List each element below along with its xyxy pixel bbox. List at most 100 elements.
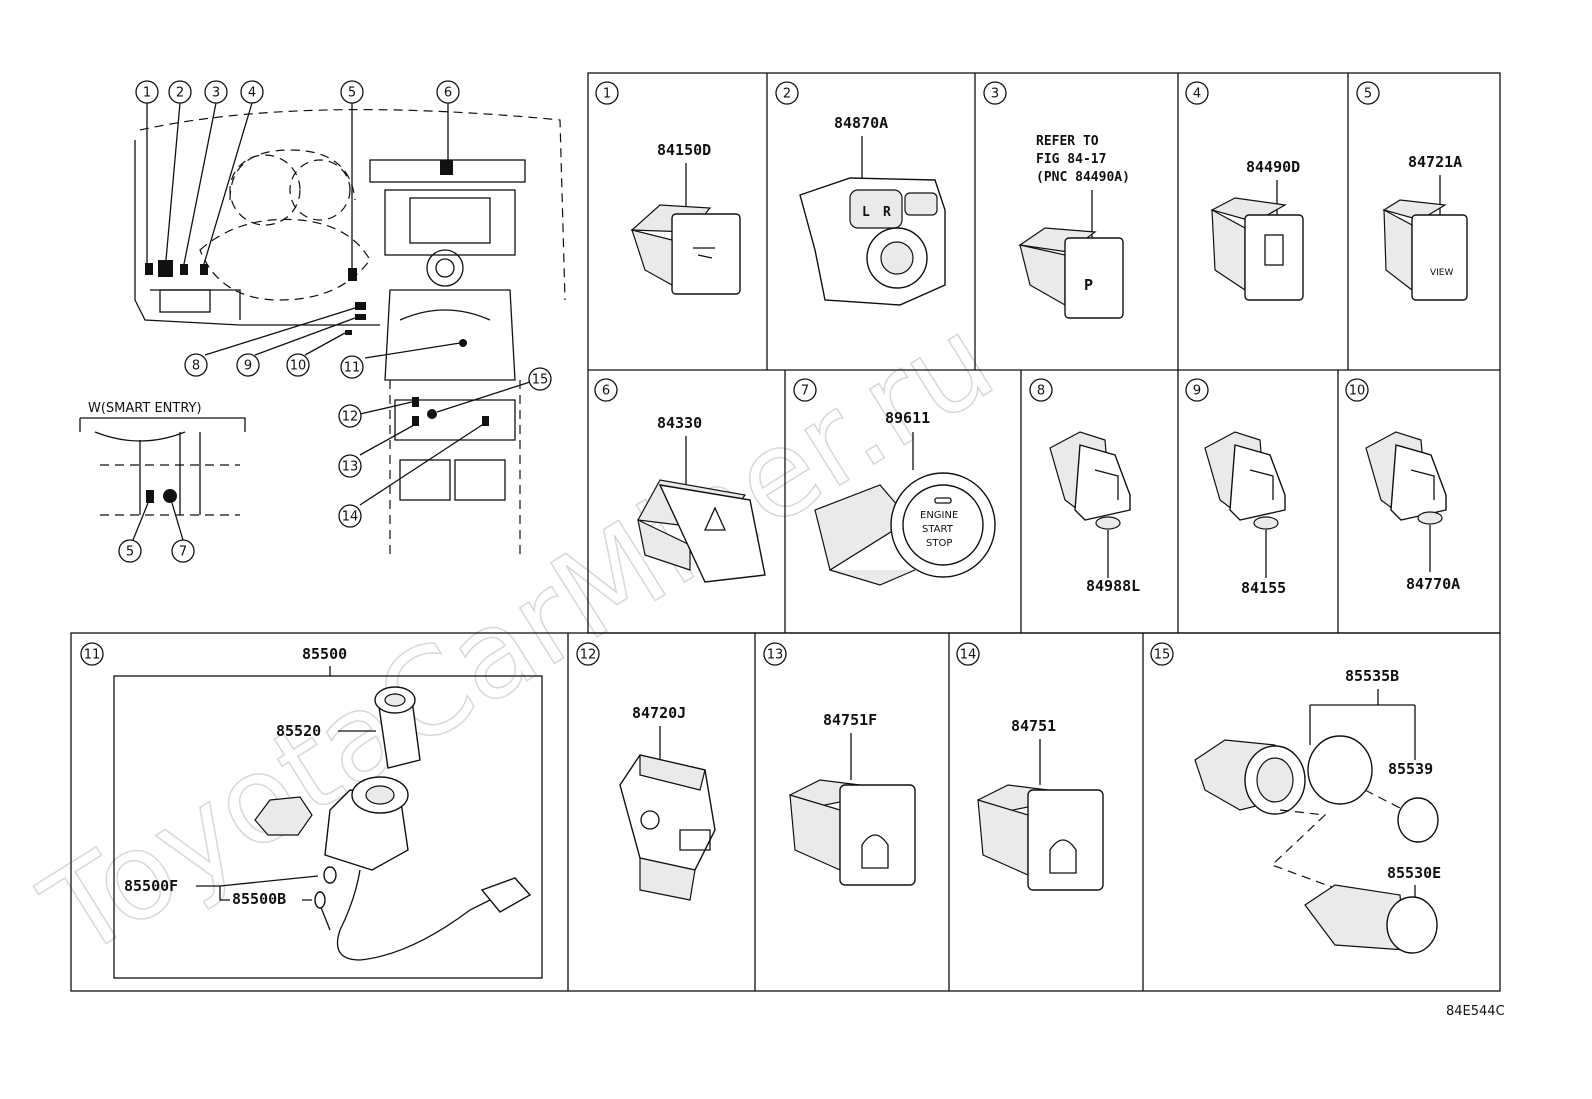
label-84721a: 84721A (1408, 153, 1462, 171)
part-89611: 89611 ENGINE START STOP (814, 409, 996, 586)
panel-number-13-ring (763, 642, 787, 666)
panel-number-14-text: 14 (960, 648, 977, 663)
engine-text: ENGINE (920, 510, 958, 521)
overview-callout-2: 2 (168, 80, 192, 104)
overview-callout-14-text: 15 (532, 373, 549, 388)
label-85500: 85500 (302, 645, 347, 663)
overview-callout-3-ring (204, 80, 228, 104)
panel-number-4-ring (1185, 81, 1209, 105)
panel-number-5-ring (1356, 81, 1380, 105)
smart-entry-callout-2-ring (171, 539, 195, 563)
part-84751f: 84751F (789, 711, 916, 886)
label-84770a: 84770A (1406, 575, 1460, 593)
smart-entry-callout-1-ring (118, 539, 142, 563)
panel-number-11-ring (80, 642, 104, 666)
diagram-code: 84E544C (1446, 1004, 1505, 1019)
smart-entry-callout-2: 7 (171, 539, 195, 563)
overview-callout-2-ring (168, 80, 192, 104)
label-84988l: 84988L (1086, 577, 1140, 595)
park-mark: P (1084, 276, 1093, 294)
panel-number-3-text: 3 (991, 87, 999, 102)
panel-number-13: 13 (763, 642, 787, 666)
panel-number-9-ring (1185, 378, 1209, 402)
overview-callout-6-text: 6 (444, 86, 452, 101)
part-84155: 84155 (1204, 431, 1286, 597)
panel-number-15: 15 (1150, 642, 1174, 666)
smart-entry-caption: W(SMART ENTRY) (88, 401, 202, 416)
label-85500b: 85500B (232, 890, 286, 908)
panel-number-14: 14 (956, 642, 980, 666)
part-84720j: 84720J (619, 704, 716, 901)
panel-number-2-ring (775, 81, 799, 105)
part-84490d: 84490D (1210, 158, 1304, 301)
label-85535b: 85535B (1345, 667, 1399, 685)
overview-callout-4: 4 (240, 80, 264, 104)
overview-callout-7: 8 (184, 353, 208, 377)
panel-number-8: 8 (1029, 378, 1053, 402)
label-84720j: 84720J (632, 704, 686, 722)
panel-number-11: 11 (80, 642, 104, 666)
overview-callout-2-text: 2 (176, 86, 184, 101)
panel-number-7: 7 (793, 378, 817, 402)
part-84870a: 84870A L R (799, 114, 946, 306)
label-84150d: 84150D (657, 141, 711, 159)
panel-number-9-text: 9 (1193, 384, 1201, 399)
overview-callout-13-ring (338, 504, 362, 528)
refer-line-3: (PNC 84490A) (1036, 170, 1130, 185)
overview-callout-10-text: 11 (344, 361, 361, 376)
label-85530e: 85530E (1387, 864, 1441, 882)
panel-number-10-text: 10 (1349, 384, 1366, 399)
panel-number-12-ring (576, 642, 600, 666)
part-84770a: 84770A (1365, 431, 1460, 593)
panel-number-3-ring (983, 81, 1007, 105)
panel-number-2: 2 (775, 81, 799, 105)
refer-line-1: REFER TO (1036, 134, 1099, 149)
panel-number-2-text: 2 (783, 87, 791, 102)
panel-number-4-text: 4 (1193, 87, 1201, 102)
panel-number-8-ring (1029, 378, 1053, 402)
overview-callout-4-text: 4 (248, 86, 256, 101)
overview-callout-5-ring (340, 80, 364, 104)
overview-callout-11: 12 (338, 404, 362, 428)
view-mark: VIEW (1430, 268, 1453, 278)
label-85500f: 85500F (124, 877, 178, 895)
overview-callout-4-ring (240, 80, 264, 104)
overview-callout-1-text: 1 (143, 86, 151, 101)
start-text: START (922, 524, 954, 535)
overview-callout-9-text: 10 (290, 359, 307, 374)
mirror-l-mark: L (862, 205, 870, 220)
panel-number-12: 12 (576, 642, 600, 666)
panel-number-8-text: 8 (1037, 384, 1045, 399)
label-84490d: 84490D (1246, 158, 1300, 176)
overview-callout-5-text: 5 (348, 86, 356, 101)
overview-callout-6: 6 (436, 80, 460, 104)
part-85535b-group: 85535B 85539 85530E (1194, 667, 1441, 954)
part-84988l: 84988L (1049, 431, 1140, 595)
smart-entry-callout-1: 5 (118, 539, 142, 563)
overview-callout-9-ring (286, 353, 310, 377)
panel-number-11-text: 11 (84, 648, 101, 663)
part-84721a: 84721A VIEW (1382, 153, 1468, 301)
label-85520: 85520 (276, 722, 321, 740)
label-85539: 85539 (1388, 760, 1433, 778)
overview-callout-11-ring (338, 404, 362, 428)
panel-number-5: 5 (1356, 81, 1380, 105)
panel-number-1-text: 1 (603, 87, 611, 102)
panel-number-5-text: 5 (1364, 87, 1372, 102)
panel-number-15-ring (1150, 642, 1174, 666)
overview-callout-8: 9 (236, 353, 260, 377)
panel-number-7-ring (793, 378, 817, 402)
panel-number-1: 1 (595, 81, 619, 105)
part-84150d: 84150D (630, 141, 741, 295)
overview-callout-11-text: 12 (342, 410, 359, 425)
panel-grid (70, 72, 1501, 992)
label-84751: 84751 (1011, 717, 1056, 735)
label-84330: 84330 (657, 414, 702, 432)
panel-number-9: 9 (1185, 378, 1209, 402)
overview-callout-1-ring (135, 80, 159, 104)
panel-number-4: 4 (1185, 81, 1209, 105)
mirror-r-mark: R (883, 205, 891, 220)
overview-callout-8-ring (236, 353, 260, 377)
panel-number-14-ring (956, 642, 980, 666)
